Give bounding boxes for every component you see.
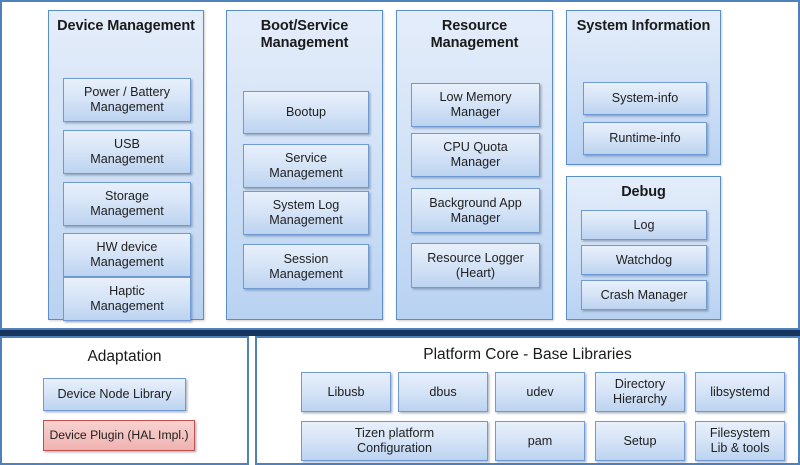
chip-runtime-info[interactable]: Runtime-info [583,122,707,155]
section-title-platform-core: Platform Core - Base Libraries [423,346,632,363]
chip-system-log-management[interactable]: System Log Management [243,191,369,235]
chip-setup[interactable]: Setup [595,421,685,461]
panel-title-resource-management: Resource Management [430,18,519,52]
chip-storage-management[interactable]: Storage Management [63,182,191,226]
chip-filesystem-lib-tools[interactable]: Filesystem Lib & tools [695,421,785,461]
chip-usb-management[interactable]: USB Management [63,130,191,174]
panel-debug[interactable]: Debug Log Watchdog Crash Manager [566,176,721,320]
chip-background-app-manager[interactable]: Background App Manager [411,188,540,233]
chip-system-info[interactable]: System-info [583,82,707,115]
chip-watchdog[interactable]: Watchdog [581,245,707,275]
panel-resource-management[interactable]: Resource Management Low Memory Manager C… [396,10,553,320]
chip-haptic-management[interactable]: Haptic Management [63,277,191,321]
chip-cpu-quota-manager[interactable]: CPU Quota Manager [411,133,540,177]
panel-boot-service-management[interactable]: Boot/Service Management Bootup Service M… [226,10,383,320]
chip-device-node-library[interactable]: Device Node Library [43,378,186,411]
system-framework-section: Device Management Power / Battery Manage… [0,0,800,330]
panel-system-information[interactable]: System Information System-info Runtime-i… [566,10,721,165]
chip-service-management[interactable]: Service Management [243,144,369,188]
chip-resource-logger-heart[interactable]: Resource Logger (Heart) [411,243,540,288]
chip-pam[interactable]: pam [495,421,585,461]
platform-core-section: Platform Core - Base Libraries Libusb db… [255,336,800,465]
chip-libusb[interactable]: Libusb [301,372,391,412]
adaptation-section: Adaptation Device Node Library Device Pl… [0,336,249,465]
chip-udev[interactable]: udev [495,372,585,412]
panel-title-debug: Debug [621,184,666,200]
section-separator [0,330,800,336]
section-title-adaptation: Adaptation [87,348,162,365]
chip-log[interactable]: Log [581,210,707,240]
panel-title-system-information: System Information [576,18,711,34]
chip-crash-manager[interactable]: Crash Manager [581,280,707,310]
panel-device-management[interactable]: Device Management Power / Battery Manage… [48,10,204,321]
chip-session-management[interactable]: Session Management [243,244,369,289]
chip-tizen-platform-configuration[interactable]: Tizen platform Configuration [301,421,488,461]
panel-title-device-management: Device Management [57,18,195,34]
chip-hw-device-management[interactable]: HW device Management [63,233,191,277]
chip-low-memory-manager[interactable]: Low Memory Manager [411,83,540,127]
chip-directory-hierarchy[interactable]: Directory Hierarchy [595,372,685,412]
chip-device-plugin-hal-impl[interactable]: Device Plugin (HAL Impl.) [43,420,195,451]
panel-title-boot-service-management: Boot/Service Management [260,18,349,52]
chip-power-battery-management[interactable]: Power / Battery Management [63,78,191,122]
chip-bootup[interactable]: Bootup [243,91,369,134]
chip-libsystemd[interactable]: libsystemd [695,372,785,412]
chip-dbus[interactable]: dbus [398,372,488,412]
